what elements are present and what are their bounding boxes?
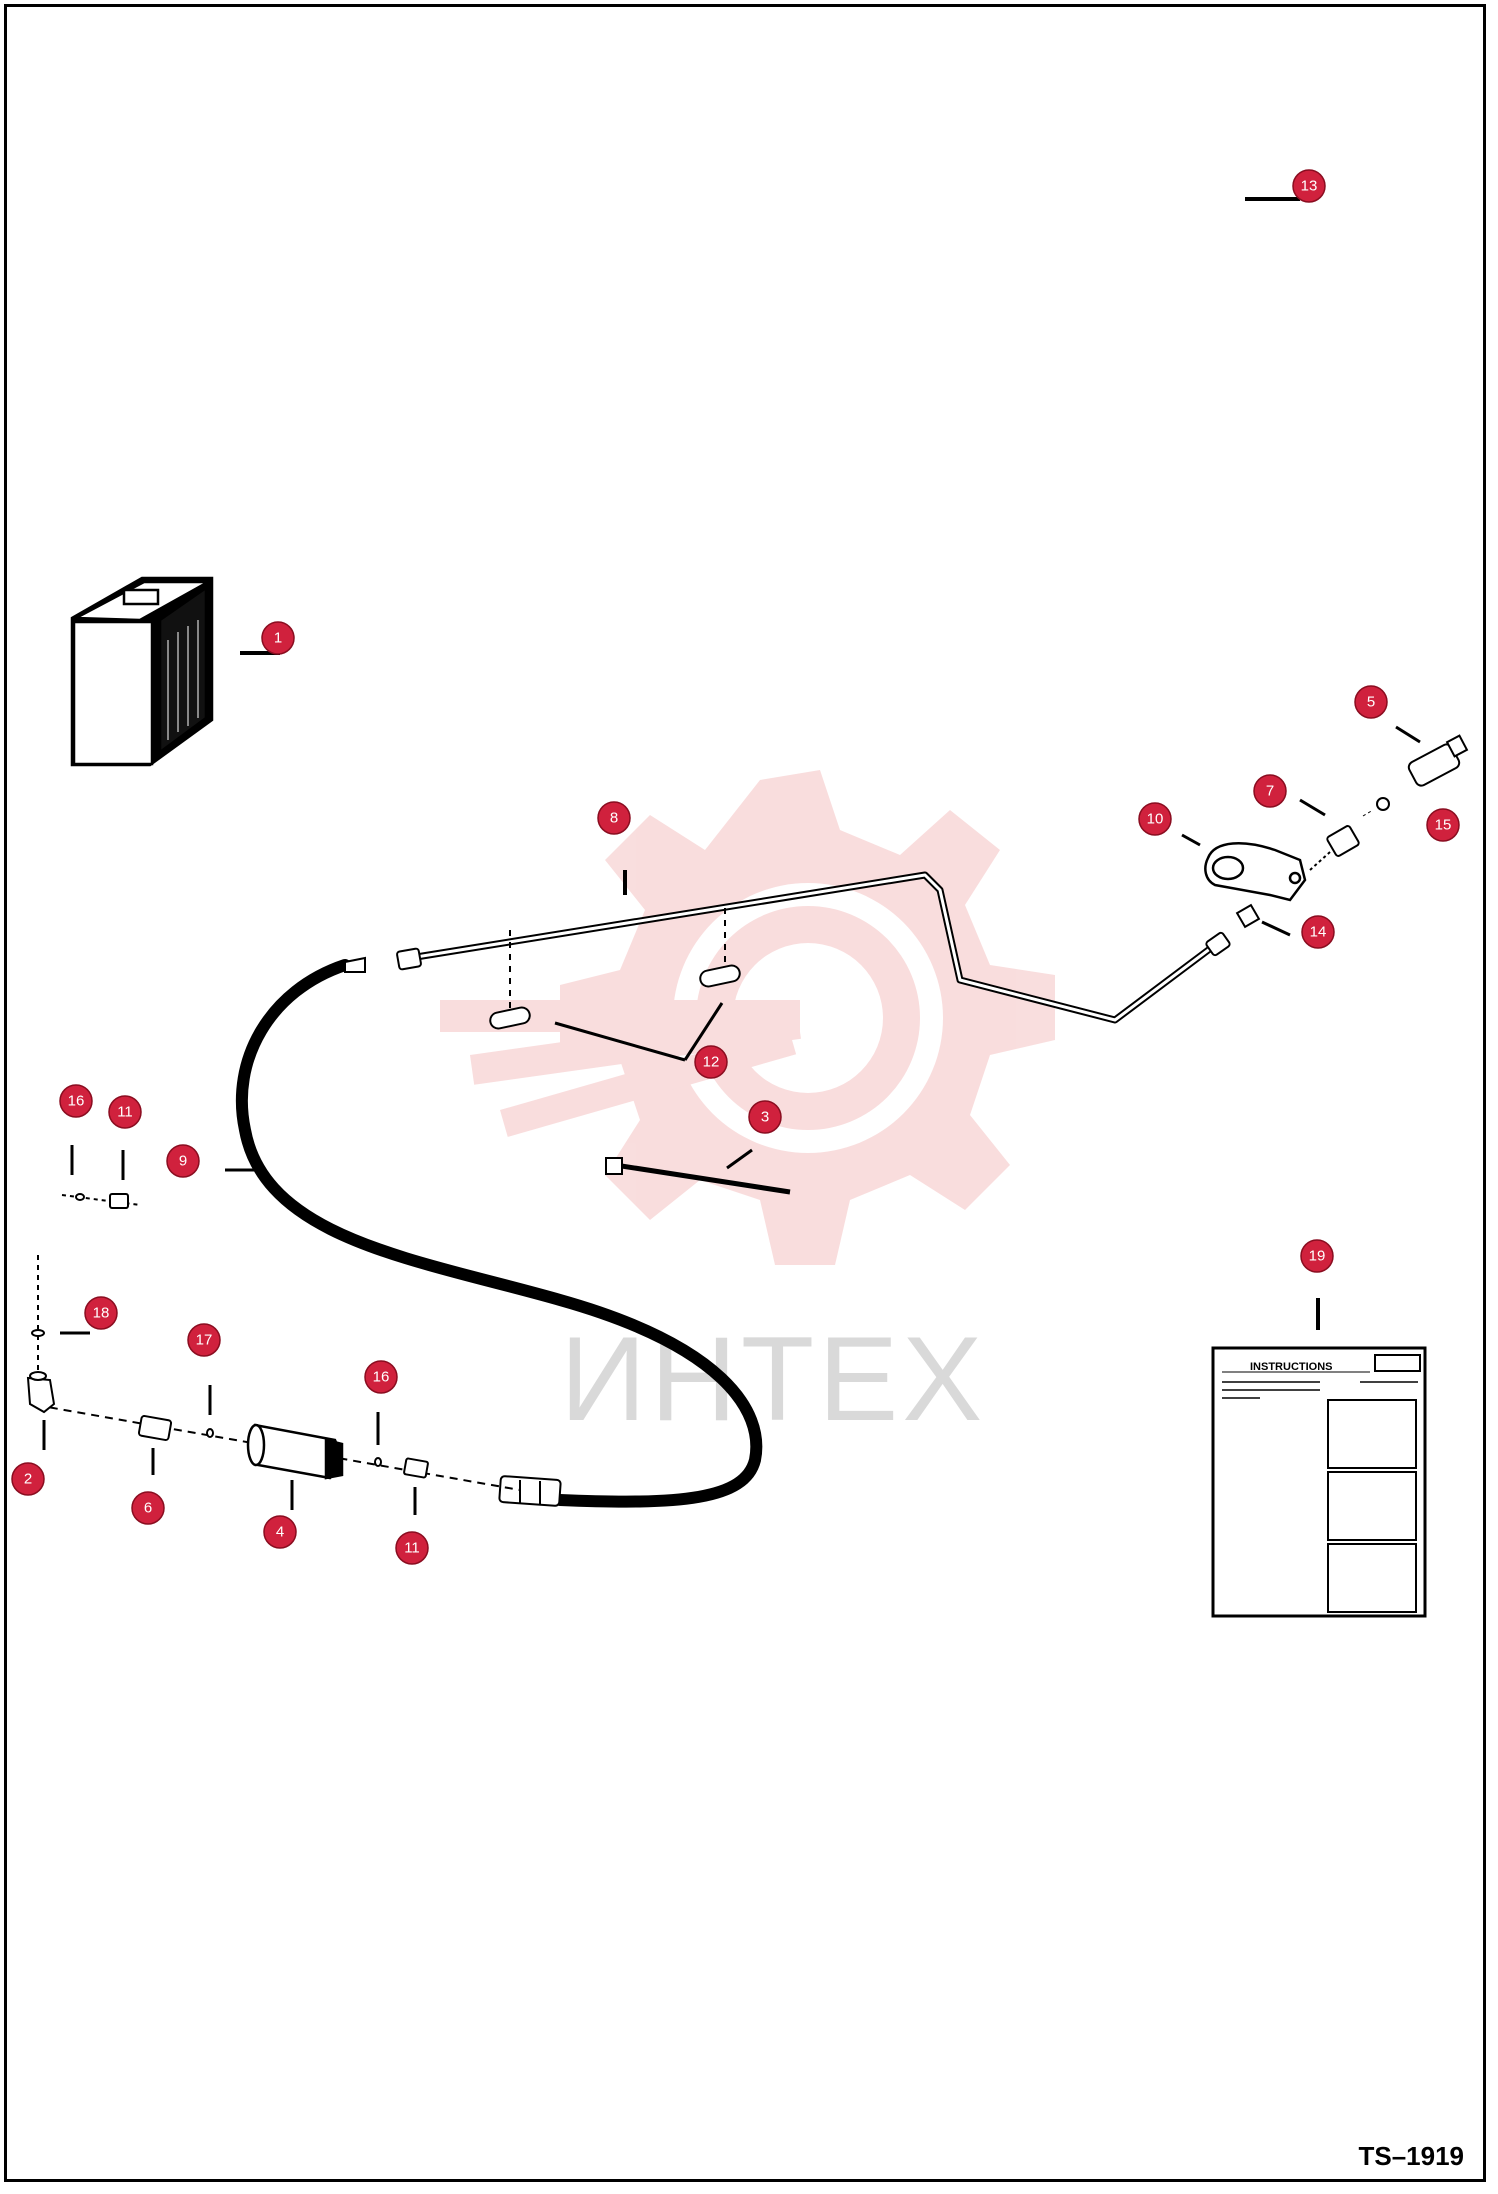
part-adapter-6 [137,1415,173,1441]
callout-11: 11 [395,1531,429,1565]
callout-label: 11 [117,1104,133,1121]
callout-2: 2 [11,1462,45,1496]
callout-12: 12 [694,1045,728,1079]
callout-19: 19 [1300,1239,1334,1273]
callout-3: 3 [748,1100,782,1134]
callout-label: 7 [1266,783,1274,800]
callout-label: 19 [1309,1248,1326,1265]
watermark-gear-icon [440,770,1055,1265]
callout-label: 4 [276,1524,284,1541]
callout-10: 10 [1138,802,1172,836]
callout-4: 4 [263,1515,297,1549]
callout-5: 5 [1354,685,1388,719]
part-hose [235,959,763,1508]
callout-label: 17 [196,1332,213,1349]
callout-label: 12 [703,1054,720,1071]
callout-label: 6 [144,1500,152,1517]
callout-label: 5 [1367,694,1375,711]
callout-8: 8 [597,801,631,835]
callout-11: 11 [108,1095,142,1129]
drawing-id: TS–1919 [1358,2141,1464,2171]
callout-17: 17 [187,1323,221,1357]
callout-label: 14 [1310,924,1327,941]
part-switch [1407,734,1469,787]
callout-6: 6 [131,1491,165,1525]
part-fitting-11-lower [403,1457,429,1479]
part-hose-end-fitting [498,1475,562,1507]
callout-label: 13 [1301,178,1318,195]
callout-label: 2 [24,1471,32,1488]
part-tie-strap [605,1157,791,1195]
callout-label: 11 [404,1540,420,1557]
callout-18: 18 [84,1296,118,1330]
part-instruction-sheet: INSTRUCTIONS [1211,1346,1427,1618]
instruction-sheet-title: INSTRUCTIONS [1250,1361,1333,1373]
part-oring-15 [1376,797,1390,811]
part-elbow [26,1371,56,1414]
callout-label: 10 [1147,811,1164,828]
callout-1: 1 [261,621,295,655]
callout-15: 15 [1426,808,1460,842]
callout-label: 3 [761,1109,769,1126]
part-upper-fitting [61,1193,141,1209]
part-fitting-7 [1309,825,1360,871]
callout-label: 16 [68,1093,85,1110]
part-nut-14 [1235,903,1261,929]
callout-16: 16 [59,1084,93,1118]
part-bracket [1204,842,1307,902]
diagram-frame [4,4,1486,2182]
callout-13: 13 [1292,169,1326,203]
callout-label: 18 [93,1305,110,1322]
callout-label: 8 [610,810,618,827]
callout-label: 16 [373,1369,390,1386]
watermark-text: ИНТЕХ [560,1312,986,1446]
part-filter [246,1423,344,1480]
part-manual-box [70,576,214,767]
callout-16: 16 [364,1360,398,1394]
callout-9: 9 [166,1144,200,1178]
part-clamps [489,908,741,1030]
callout-label: 1 [274,630,282,647]
callout-7: 7 [1253,774,1287,808]
callout-label: 9 [179,1153,187,1170]
callout-label: 15 [1435,817,1452,834]
callout-14: 14 [1301,915,1335,949]
